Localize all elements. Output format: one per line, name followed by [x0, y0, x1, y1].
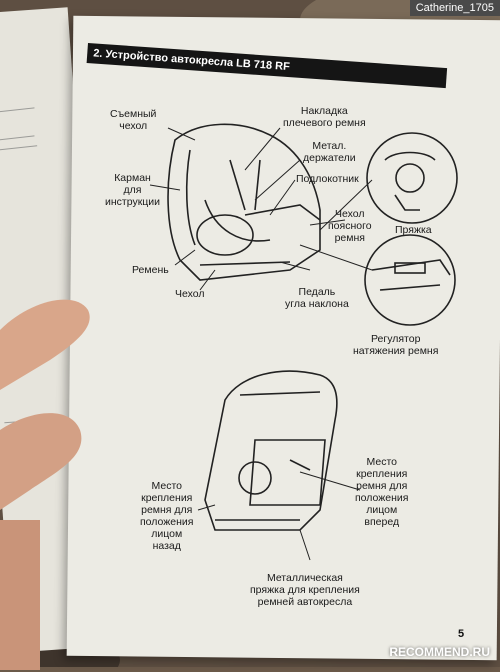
watermark-site: RECOMMEND.RU: [389, 645, 490, 659]
hand: [0, 299, 90, 670]
watermark-user: Catherine_1705: [409, 0, 500, 16]
label-belt: Ремень: [132, 264, 169, 276]
label-metal-holders: Метал.держатели: [303, 140, 356, 164]
bottom-seat-drawing: [204, 370, 338, 531]
label-headrest: Подлокотник: [296, 173, 359, 185]
top-leader-lines: [149, 127, 373, 291]
top-seat-drawing: [167, 123, 321, 281]
label-buckle: Пряжка: [395, 224, 432, 236]
adjuster-detail: [364, 234, 456, 326]
bottom-leader-lines: [197, 471, 361, 561]
page-number: 5: [458, 628, 465, 640]
buckle-detail: [366, 132, 458, 224]
label-cover: Чехол: [175, 288, 205, 300]
